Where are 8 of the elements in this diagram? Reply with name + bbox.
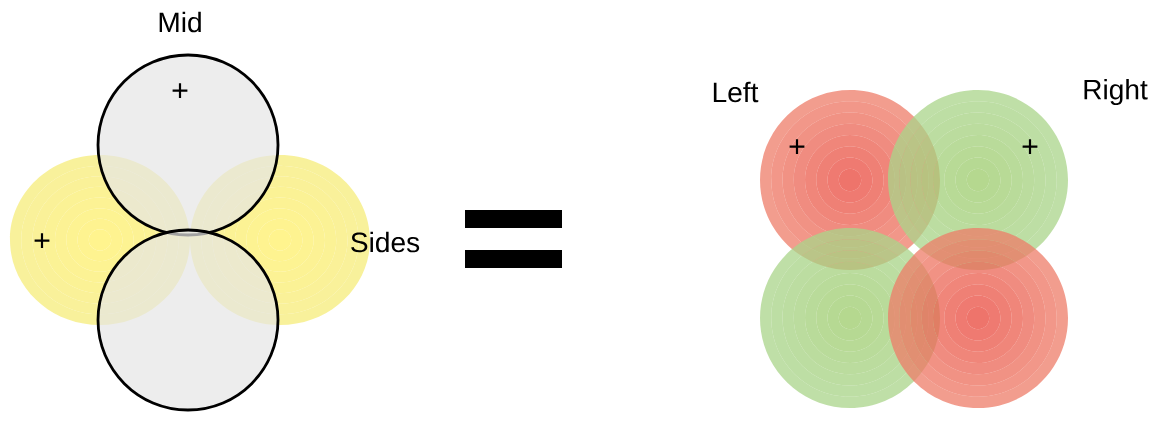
pattern-label: Right xyxy=(1084,78,1148,106)
polarity-sign: + xyxy=(789,139,805,155)
pattern-label: Sides xyxy=(351,231,420,253)
pattern-label: Mid xyxy=(159,11,201,33)
pattern-label: Left xyxy=(713,81,759,103)
polarity-sign: + xyxy=(34,233,50,249)
polarity-sign: + xyxy=(172,83,188,99)
polarity-sign: + xyxy=(1022,139,1038,155)
